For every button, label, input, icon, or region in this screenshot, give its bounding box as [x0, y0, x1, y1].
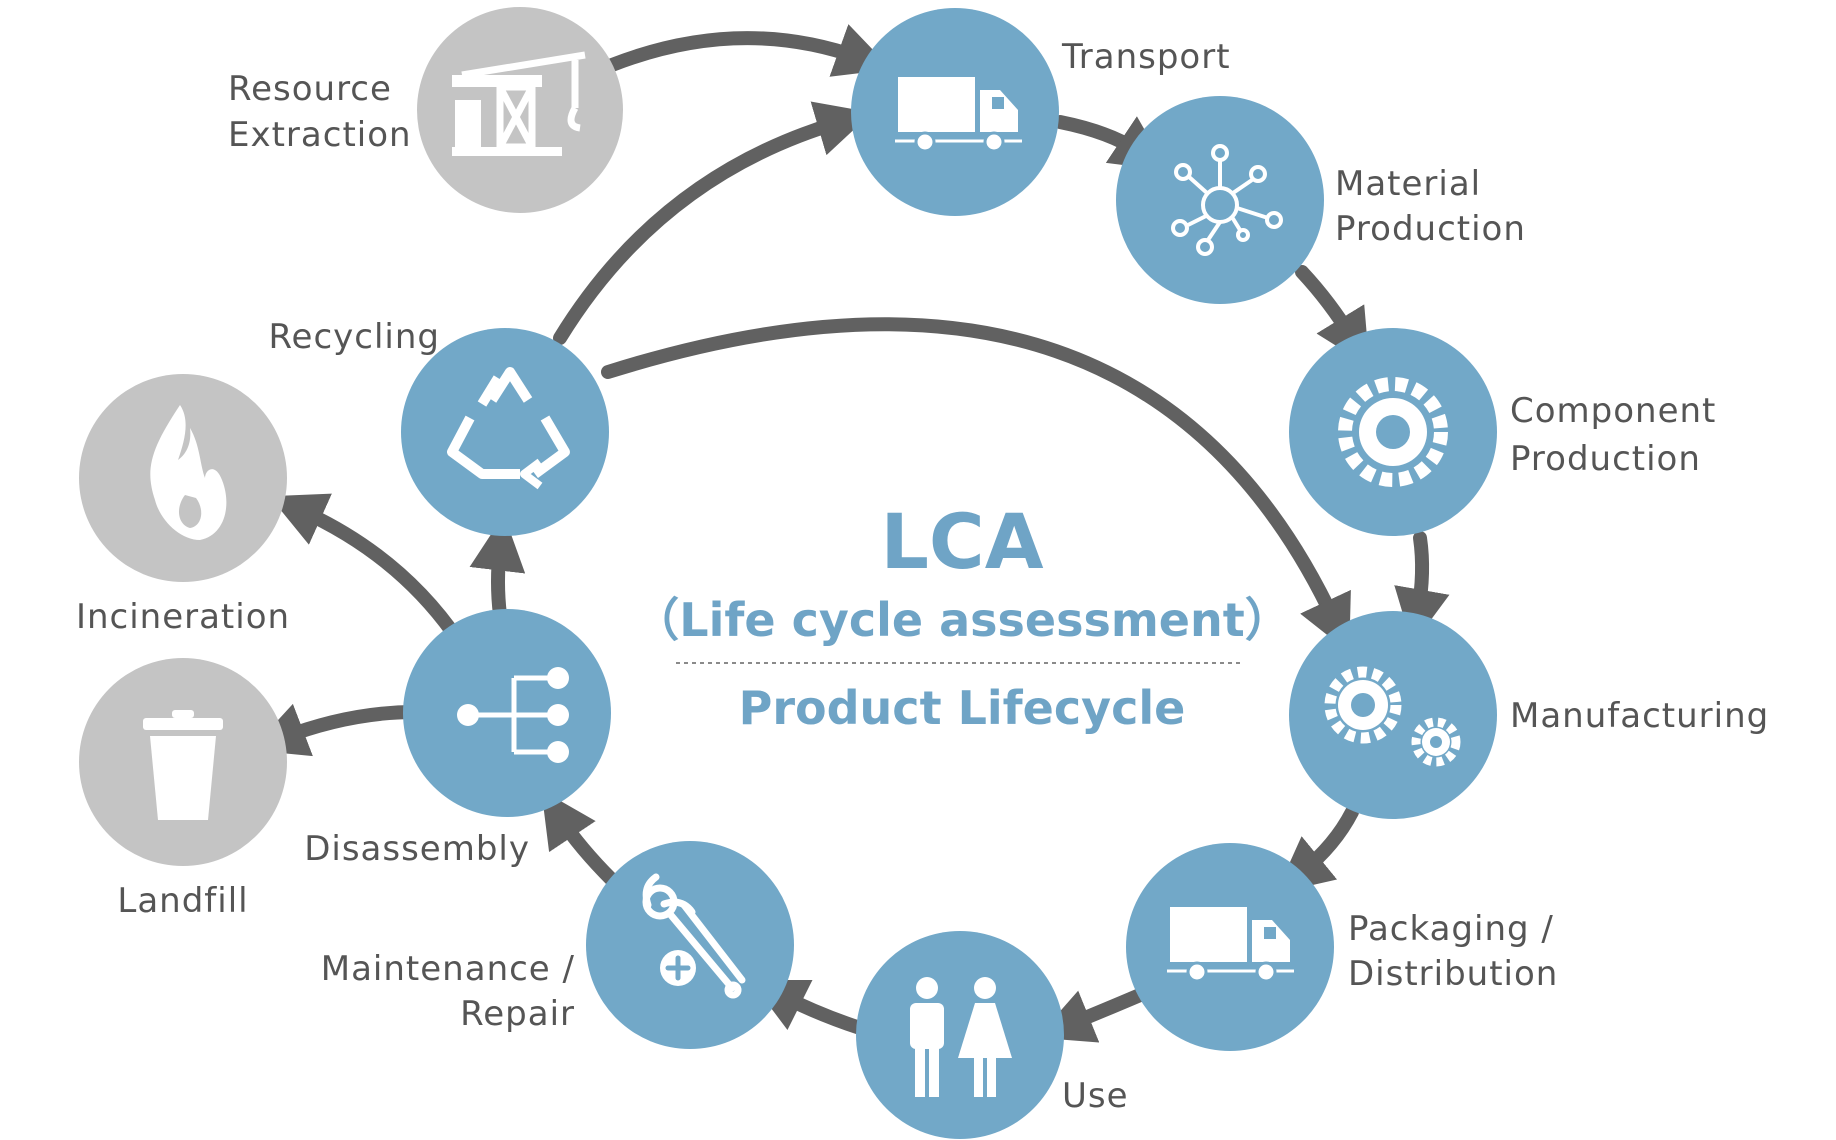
truck-icon	[895, 77, 1022, 153]
arrow-disassembly-to-incineration	[269, 493, 465, 647]
label-maintenance-repair-1: Maintenance /	[321, 949, 575, 989]
label-packaging-distribution-2: Distribution	[1348, 954, 1558, 994]
molecule-icon	[1171, 144, 1283, 256]
label-transport: Transport	[1061, 37, 1231, 77]
node-resource-extraction: Resource Extraction	[228, 7, 623, 213]
node-use: Use	[856, 931, 1129, 1139]
flow-arrows	[250, 24, 1450, 1043]
node-manufacturing: Manufacturing	[1289, 611, 1769, 819]
label-recycling: Recycling	[268, 317, 440, 357]
center-subtitle: （Life cycle assessment）	[633, 593, 1290, 647]
label-resource-extraction-2: Extraction	[228, 115, 412, 155]
wrench-icon	[642, 873, 746, 999]
node-circle	[586, 841, 794, 1049]
gears-icon	[1324, 666, 1461, 767]
arrow-extraction-to-transport	[605, 24, 892, 77]
label-material-production-1: Material	[1335, 164, 1481, 204]
arrow-use-to-maintenance	[749, 979, 867, 1035]
flame-icon	[150, 405, 227, 540]
truck-icon	[1167, 907, 1294, 983]
label-manufacturing: Manufacturing	[1510, 696, 1769, 736]
node-incineration: Incineration	[76, 374, 290, 637]
node-circle	[1116, 96, 1324, 304]
node-component-production: Component Production	[1289, 328, 1716, 536]
arrow-transport-to-material	[1053, 115, 1168, 171]
node-material-production: Material Production	[1116, 96, 1526, 304]
disassembly-icon	[457, 667, 569, 763]
label-packaging-distribution-1: Packaging /	[1348, 909, 1554, 949]
people-icon	[910, 977, 1012, 1097]
arrow-component-to-manufacturing	[1394, 531, 1450, 646]
node-circle	[856, 931, 1064, 1139]
arrow-disassembly-to-recycling	[469, 514, 526, 622]
arrow-recycling-to-manufacturing	[601, 317, 1351, 653]
center-title: LCA	[880, 497, 1043, 586]
node-recycling: Recycling	[268, 317, 609, 536]
label-material-production-2: Production	[1335, 209, 1526, 249]
recycle-icon	[447, 367, 570, 490]
node-circle	[401, 328, 609, 536]
label-use: Use	[1062, 1076, 1129, 1116]
center-caption: Product Lifecycle	[739, 681, 1186, 735]
node-disassembly: Disassembly	[304, 609, 611, 869]
label-incineration: Incineration	[76, 597, 290, 637]
arrow-disassembly-to-landfill	[250, 703, 422, 757]
gear-icon	[1338, 377, 1448, 487]
label-component-production-2: Production	[1510, 439, 1701, 479]
node-transport: Transport	[851, 8, 1231, 216]
arrow-material-to-component	[1295, 265, 1370, 367]
label-disassembly: Disassembly	[304, 829, 530, 869]
node-landfill: Landfill	[79, 658, 287, 921]
arrow-packaging-to-use	[1036, 988, 1147, 1043]
label-landfill: Landfill	[117, 881, 248, 921]
label-maintenance-repair-2: Repair	[460, 994, 575, 1034]
node-packaging-distribution: Packaging / Distribution	[1126, 843, 1558, 1051]
center-block: LCA （Life cycle assessment） Product Life…	[633, 497, 1290, 735]
arrow-maintenance-to-disassembly	[541, 790, 619, 887]
trash-can-icon	[143, 710, 223, 820]
node-circle	[1289, 611, 1497, 819]
node-maintenance-repair: Maintenance / Repair	[321, 841, 794, 1049]
label-component-production-1: Component	[1510, 391, 1716, 431]
arrow-recycling-to-transport	[553, 101, 873, 345]
crane-icon	[452, 51, 586, 156]
arrow-manufacturing-to-packaging	[1275, 805, 1359, 894]
label-resource-extraction-1: Resource	[228, 69, 392, 109]
